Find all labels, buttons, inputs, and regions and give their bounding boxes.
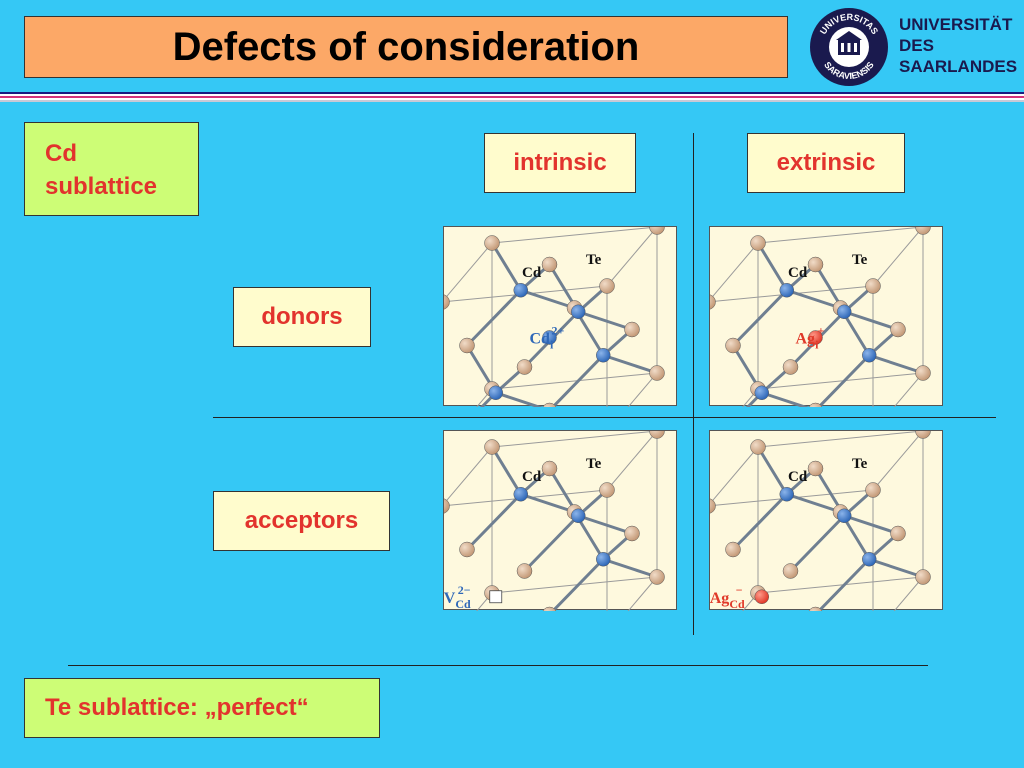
- te-atom: [807, 460, 824, 477]
- te-sublattice-label: Te: [586, 456, 602, 472]
- column-divider: [693, 133, 694, 635]
- te-atom: [459, 541, 475, 558]
- te-atom: [808, 402, 823, 407]
- acceptors-label: acceptors: [213, 491, 390, 551]
- cd-atom: [779, 487, 794, 502]
- cd-atom: [513, 283, 528, 298]
- te-atom: [865, 278, 881, 294]
- university-name: UNIVERSITÄT DES SAARLANDES: [899, 15, 1018, 76]
- cd-atom: [837, 508, 852, 523]
- cd-atom: [837, 304, 852, 319]
- header-stripe: [0, 92, 1024, 102]
- defect-charge: 2−: [458, 583, 471, 597]
- te-atom: [782, 359, 799, 375]
- cd-atom: [596, 348, 611, 363]
- cd-sublattice-label: Cd: [522, 469, 542, 485]
- cd-atom: [513, 487, 528, 502]
- te-atom: [649, 227, 665, 235]
- te-atom: [890, 525, 906, 542]
- te-atom: [541, 460, 558, 477]
- te-atom: [599, 278, 615, 294]
- bottom-divider: [68, 665, 928, 666]
- te-atom: [807, 256, 824, 273]
- cd-interstitial-atom: [542, 330, 557, 345]
- te-atom: [444, 498, 450, 514]
- defect-label: VCd: [444, 590, 471, 611]
- te-atom: [459, 337, 475, 354]
- te-atom: [750, 439, 766, 455]
- row-divider: [213, 417, 996, 418]
- te-atom: [725, 541, 741, 558]
- cd-atom: [488, 385, 503, 400]
- te-atom: [915, 431, 931, 439]
- defect-charge: −: [736, 583, 743, 597]
- te-atom: [624, 525, 640, 542]
- university-seal-logo: UNIVERSITAS SARAVIENSIS: [810, 8, 888, 86]
- cd-vacancy: [489, 590, 503, 604]
- te-atom: [915, 365, 931, 381]
- te-sublattice-label: Te: [852, 252, 868, 268]
- te-atom: [710, 498, 716, 514]
- te-atom: [725, 337, 741, 354]
- te-atom: [542, 606, 557, 611]
- defect-label: AgCd: [710, 590, 745, 611]
- te-atom: [624, 321, 640, 338]
- te-atom: [516, 359, 533, 375]
- cd-sublattice-label: Cd: [788, 265, 808, 281]
- ag-interstitial-atom: [808, 330, 823, 345]
- cd-atom: [779, 283, 794, 298]
- te-atom: [484, 235, 500, 251]
- te-atom: [890, 321, 906, 338]
- cd-sublattice-label: Cd: [522, 265, 542, 281]
- te-sublattice-label: Te: [852, 456, 868, 472]
- te-sublattice-box: Te sublattice: „perfect“: [24, 678, 380, 738]
- te-atom: [541, 256, 558, 273]
- te-atom: [542, 402, 557, 407]
- te-atom: [649, 431, 665, 439]
- te-atom: [649, 365, 665, 381]
- donors-label: donors: [233, 287, 371, 347]
- te-atom: [865, 482, 881, 498]
- defect-charge: +: [818, 324, 825, 338]
- te-atom: [484, 439, 500, 455]
- defect-label: Agi: [796, 331, 820, 352]
- intrinsic-header: intrinsic: [484, 133, 636, 193]
- cd-atom: [862, 552, 877, 567]
- defect-label: Cdi: [530, 331, 554, 352]
- cd-atom: [571, 304, 586, 319]
- te-atom: [782, 563, 799, 579]
- slide-title: Defects of consideration: [24, 16, 788, 78]
- cd-atom: [571, 508, 586, 523]
- te-atom: [915, 227, 931, 235]
- cd-sublattice-label: Cd: [788, 469, 808, 485]
- defect-charge: 2+: [552, 324, 565, 338]
- te-atom: [808, 606, 823, 611]
- te-atom: [516, 563, 533, 579]
- cd-sublattice-box: Cd sublattice: [24, 122, 199, 216]
- cd-atom: [754, 385, 769, 400]
- cd-atom: [596, 552, 611, 567]
- ag-substitution-atom: [754, 589, 769, 604]
- te-atom: [750, 235, 766, 251]
- cd-atom: [862, 348, 877, 363]
- te-sublattice-label: Te: [586, 252, 602, 268]
- te-atom: [710, 294, 716, 310]
- te-atom: [599, 482, 615, 498]
- te-atom: [649, 569, 665, 585]
- te-atom: [444, 294, 450, 310]
- extrinsic-header: extrinsic: [747, 133, 905, 193]
- te-atom: [915, 569, 931, 585]
